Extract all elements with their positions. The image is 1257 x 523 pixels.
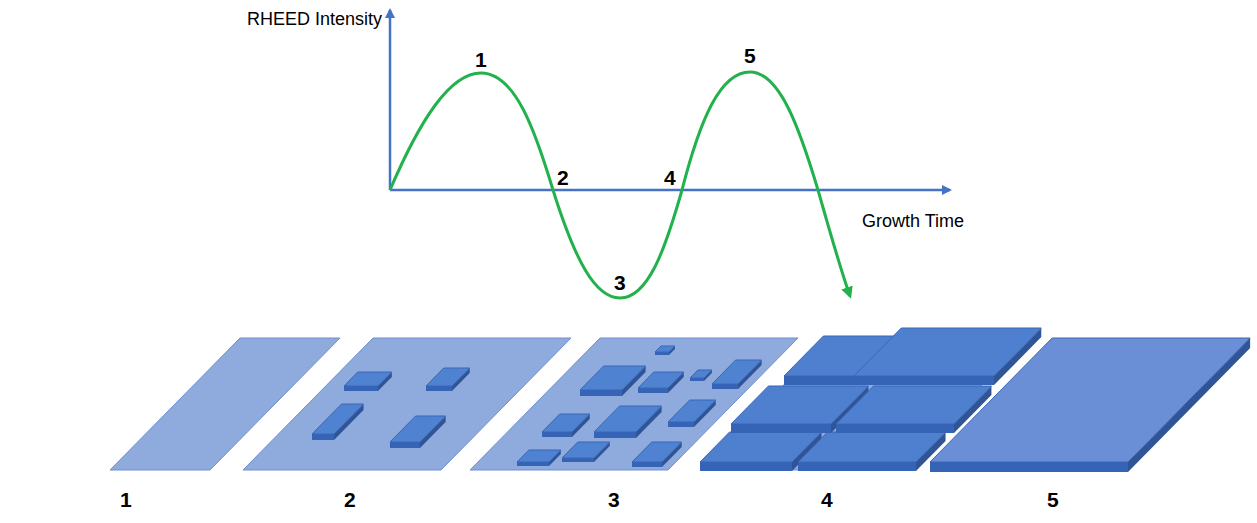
island-front bbox=[390, 442, 420, 448]
island-front bbox=[517, 462, 549, 466]
island-top bbox=[668, 400, 716, 422]
island-top bbox=[312, 404, 364, 434]
callout-number: 4 bbox=[664, 166, 676, 189]
island-front bbox=[638, 388, 668, 393]
island-top bbox=[594, 406, 662, 432]
x-axis bbox=[390, 189, 950, 192]
island-front bbox=[344, 386, 378, 391]
island-front bbox=[426, 386, 452, 391]
island-front bbox=[594, 432, 636, 438]
island-top bbox=[638, 372, 684, 388]
island-top bbox=[542, 414, 590, 432]
island-top bbox=[655, 346, 675, 352]
island-top bbox=[930, 338, 1250, 462]
callout-number: 5 bbox=[744, 44, 756, 67]
island-front bbox=[700, 462, 792, 471]
intensity-curve bbox=[390, 72, 850, 298]
surface-panels bbox=[110, 328, 1250, 472]
island-top bbox=[798, 432, 946, 462]
island-front bbox=[836, 424, 954, 433]
island-front bbox=[712, 384, 738, 389]
island-top bbox=[390, 416, 446, 442]
island-front bbox=[731, 424, 831, 433]
stage-number: 3 bbox=[608, 488, 620, 511]
island-top bbox=[632, 442, 682, 462]
island-front bbox=[580, 390, 622, 396]
stage-number: 4 bbox=[821, 488, 833, 511]
axis-title: Growth Time bbox=[862, 212, 964, 232]
island-front bbox=[854, 376, 994, 385]
callout-number: 3 bbox=[614, 271, 626, 294]
island-top bbox=[690, 370, 712, 378]
island-top bbox=[562, 442, 610, 458]
island-top bbox=[426, 368, 470, 386]
stage-number: 1 bbox=[120, 488, 132, 511]
callout-number: 1 bbox=[475, 48, 487, 71]
island-top bbox=[712, 360, 762, 384]
island-front bbox=[632, 462, 662, 467]
island-front bbox=[312, 434, 334, 440]
island-top bbox=[836, 386, 991, 424]
island-front bbox=[562, 458, 594, 462]
island-top bbox=[517, 450, 561, 462]
island-top bbox=[854, 328, 1041, 376]
island-front bbox=[542, 432, 572, 437]
island-front bbox=[930, 462, 1128, 472]
island-front bbox=[798, 462, 916, 471]
island-top bbox=[344, 372, 392, 386]
island-front bbox=[668, 422, 694, 427]
island-front bbox=[784, 376, 864, 385]
axis-title: RHEED Intensity bbox=[247, 10, 382, 30]
stage-number: 2 bbox=[344, 488, 356, 511]
island-top bbox=[580, 366, 646, 390]
stage-number: 5 bbox=[1047, 488, 1059, 511]
y-axis bbox=[389, 10, 392, 190]
callout-number: 2 bbox=[557, 166, 569, 189]
